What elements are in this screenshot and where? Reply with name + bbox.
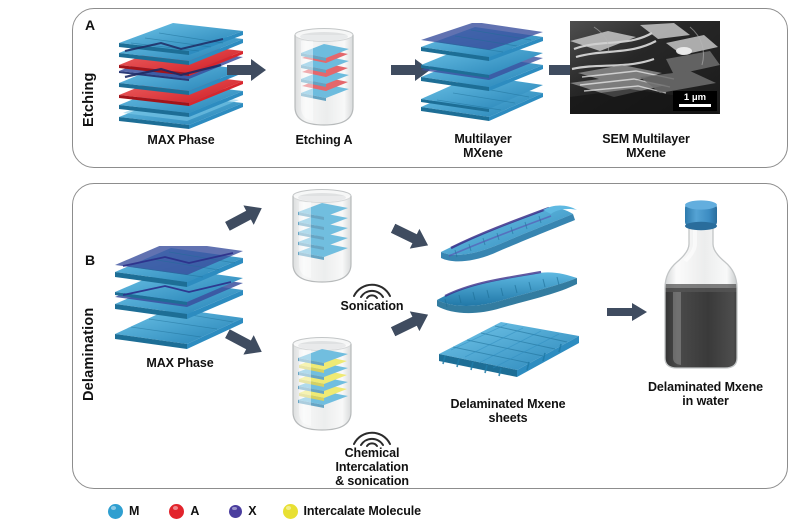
sonication-waves-icon-top — [350, 278, 394, 305]
panel-b-step-bottle — [643, 196, 759, 386]
panel-a-side-label: Etching — [81, 72, 97, 127]
sonication-waves-icon-bottom — [350, 426, 394, 453]
panel-b-step-chemical-intercalation — [267, 326, 377, 434]
panel-b-caption-max-phase: MAX Phase — [146, 356, 214, 370]
panel-b-step-delaminated-sheets — [425, 204, 595, 394]
arrow-b-down-2 — [388, 304, 434, 341]
panel-a-step-etching — [269, 21, 379, 131]
delaminated-mxene-bottle-icon — [664, 200, 738, 369]
panel-a-step-max-phase — [111, 21, 251, 131]
legend-item-intercalate: Intercalate Molecule — [282, 503, 422, 519]
delaminated-sheets-icon — [437, 205, 579, 377]
legend-dot-m-icon — [108, 503, 123, 519]
panel-b: B Delamination — [72, 183, 788, 489]
panel-b-side-label: Delamination — [81, 307, 97, 401]
arrow-b-up-2 — [388, 218, 434, 255]
sem-scalebar: 1 μm — [673, 90, 717, 111]
sem-scalebar-line — [679, 104, 711, 107]
chemical-intercalation-beaker-icon — [292, 337, 352, 431]
panel-b-caption-delaminated-sheets: Delaminated Mxene sheets — [450, 397, 566, 425]
legend-dot-intercalate-icon — [282, 503, 298, 519]
legend-item-m: M — [108, 503, 140, 519]
panel-b-step-sonication — [267, 178, 377, 286]
panel-a-caption-multilayer: Multilayer MXene — [454, 132, 512, 160]
panel-a-caption-max-phase: MAX Phase — [147, 133, 215, 147]
sonication-beaker-icon — [292, 189, 352, 283]
legend-label-m: M — [129, 504, 140, 518]
panel-a-letter: A — [85, 17, 96, 33]
arrow-a-1 — [227, 59, 267, 81]
legend-dot-x-icon — [229, 504, 243, 518]
arrow-a-2 — [391, 59, 431, 81]
panel-b-step-max-phase — [109, 241, 251, 356]
multilayer-mxene-icon — [421, 22, 543, 121]
panel-a-step-multilayer — [413, 22, 553, 129]
legend-dot-a-icon — [169, 503, 185, 519]
panel-a: A Etching — [72, 8, 788, 168]
panel-b-caption-bottle: Delaminated Mxene in water — [647, 380, 763, 408]
legend-item-a: A — [169, 503, 200, 519]
sem-multilayer-mxene-image: 1 μm — [570, 21, 720, 114]
legend-label-a: A — [190, 504, 200, 518]
legend-item-x: X — [229, 504, 257, 518]
panel-a-caption-sem: SEM Multilayer MXene — [602, 132, 690, 160]
panel-b-caption-chemical-intercalation: Chemical Intercalation & sonication — [335, 446, 409, 488]
arrow-b-down-1 — [222, 324, 268, 362]
arrow-b-up-1 — [222, 198, 268, 236]
sem-scalebar-label: 1 μm — [683, 91, 707, 103]
panel-b-caption-sonication: Sonication — [340, 299, 404, 313]
legend: M A X Intercalate Molecule — [72, 496, 788, 526]
legend-label-x: X — [248, 504, 257, 518]
max-phase-stack-icon-b — [115, 241, 243, 349]
panel-a-caption-etching: Etching A — [295, 133, 353, 147]
etching-beaker-icon — [294, 28, 354, 126]
max-phase-stack-icon — [119, 23, 243, 129]
legend-label-intercalate: Intercalate Molecule — [303, 504, 422, 518]
arrow-b-3 — [607, 301, 649, 323]
panel-b-letter: B — [85, 252, 96, 268]
